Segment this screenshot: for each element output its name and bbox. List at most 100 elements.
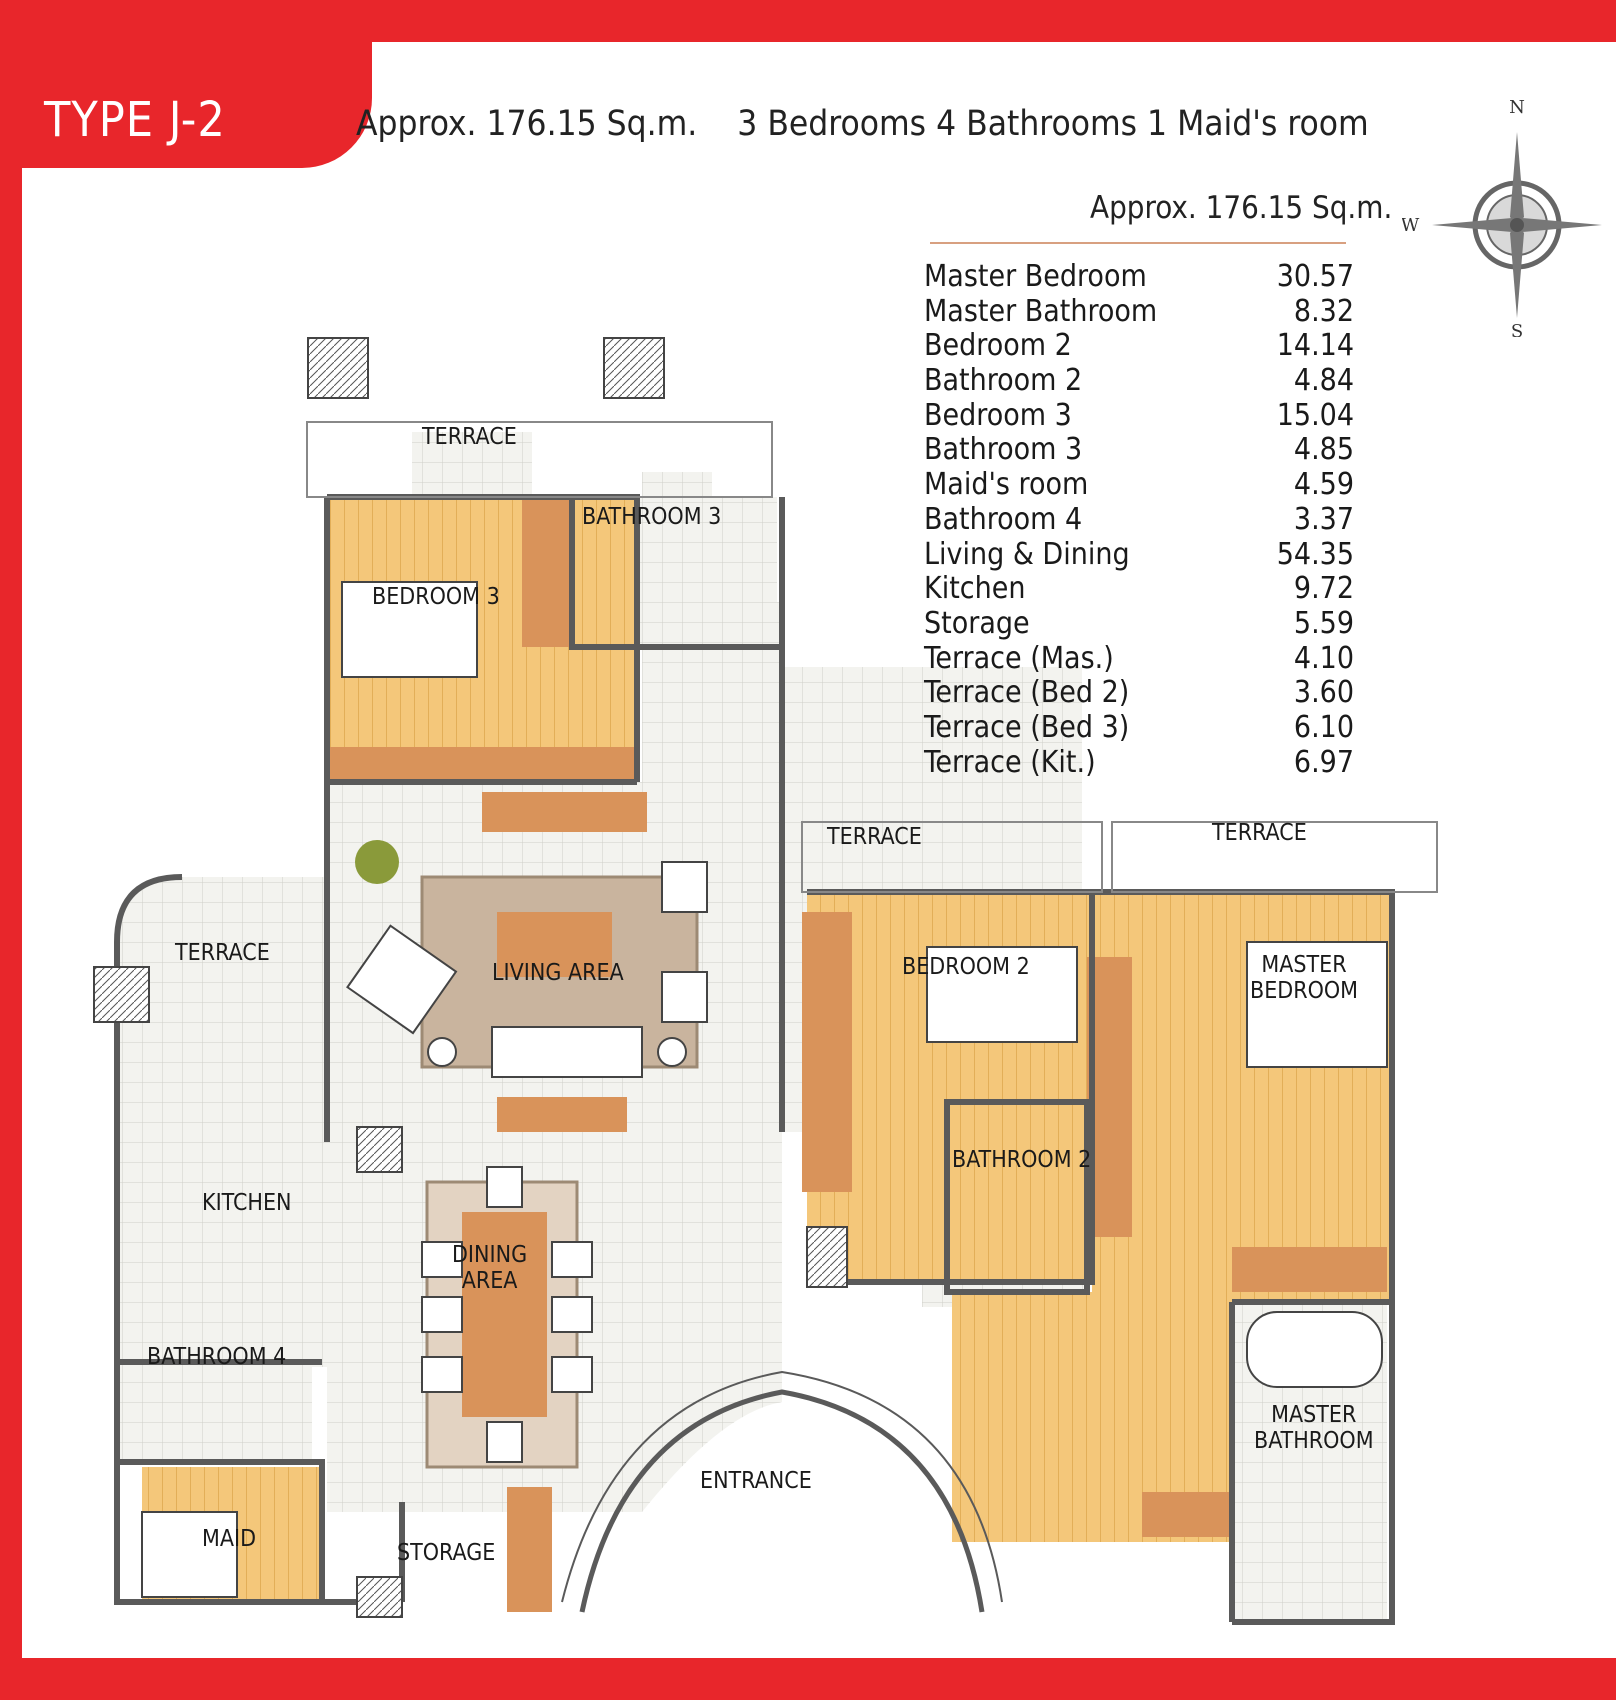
area-room: Master Bedroom <box>924 259 1147 294</box>
dining-table <box>462 1212 547 1417</box>
area-value: 3.37 <box>1293 501 1354 537</box>
entrance-arc <box>579 1389 985 1613</box>
area-table-rule <box>930 242 1346 244</box>
terrace-master-outline <box>1111 821 1438 893</box>
compass-rose-icon: N S W E <box>1402 97 1602 337</box>
armchair-2 <box>661 971 708 1023</box>
master-vanity-wood <box>1232 1247 1387 1292</box>
area-room: Bathroom 3 <box>924 432 1083 468</box>
maid-bed <box>141 1511 238 1598</box>
label-storage: STORAGE <box>397 1540 496 1566</box>
area-room: Bathroom 2 <box>924 363 1083 399</box>
area-room: Terrace (Mas.) <box>924 640 1114 676</box>
area-row: Maid's room 4.59 <box>924 467 1354 503</box>
label-entrance: ENTRANCE <box>700 1468 812 1494</box>
area-room: Bedroom 3 <box>924 397 1072 433</box>
sofa <box>491 1026 643 1078</box>
column-1 <box>307 337 369 399</box>
area-row: Bathroom 4 3.37 <box>924 501 1354 538</box>
side-table-1 <box>427 1037 457 1067</box>
bed3-wardrobe <box>522 497 572 647</box>
master-bed <box>1246 941 1388 1068</box>
armchair-1 <box>661 861 708 913</box>
coffee-table <box>497 912 612 977</box>
label-bathroom2: BATHROOM 2 <box>952 1147 1092 1173</box>
tile-terrace-kit <box>117 877 327 1097</box>
label-bathroom3: BATHROOM 3 <box>582 504 722 530</box>
area-room: Master Bathroom <box>924 293 1158 329</box>
bed2-wardrobe <box>802 912 852 1192</box>
tv-console <box>482 792 647 832</box>
bed3 <box>341 581 478 678</box>
column-6 <box>356 1576 403 1618</box>
area-room: Terrace (Kit.) <box>924 744 1096 780</box>
tile-terraces-top <box>412 432 532 497</box>
area-value: 4.85 <box>1293 432 1354 468</box>
area-value: 5.59 <box>1293 605 1354 641</box>
area-room: Living & Dining <box>924 536 1130 572</box>
column-2 <box>603 337 665 399</box>
area-room: Terrace (Bed 3) <box>924 709 1130 745</box>
sideboard <box>497 1097 627 1132</box>
bathtub <box>1246 1311 1383 1388</box>
label-maid: MAID <box>202 1526 257 1552</box>
area-row: Terrace (Bed 3) 6.10 <box>924 709 1354 746</box>
area-row: Terrace (Kit.)6.97 <box>924 744 1354 781</box>
tile-bathroom4 <box>117 1362 312 1462</box>
column-5 <box>806 1226 848 1288</box>
area-row: Bathroom 3 4.85 <box>924 433 1354 468</box>
column-3 <box>93 966 150 1023</box>
area-value: 15.04 <box>1276 397 1354 433</box>
area-room: Bathroom 4 <box>924 501 1083 537</box>
compass-north: N <box>1509 97 1525 118</box>
area-row: Master Bathroom 8.32 <box>924 293 1354 330</box>
plant <box>355 840 399 884</box>
floorplan-sheet: TYPE J-2 Approx. 176.15 Sq.m. 3 Bedrooms… <box>22 42 1616 1658</box>
area-value: 4.84 <box>1293 363 1354 399</box>
area-table-title: Approx. 176.15 Sq.m. <box>1090 190 1393 226</box>
area-row: Terrace (Bed 2) 3.60 <box>924 676 1354 711</box>
area-row: Storage 5.59 <box>924 605 1354 642</box>
area-row: Bathroom 2 4.84 <box>924 363 1354 399</box>
area-row: Bedroom 2 14.14 <box>924 329 1354 364</box>
compass-west: W <box>1402 215 1420 236</box>
lounge-chair <box>346 924 458 1035</box>
side-table-2 <box>657 1037 687 1067</box>
area-value: 8.32 <box>1293 293 1354 329</box>
area-value: 3.60 <box>1293 675 1354 711</box>
label-terrace-master: TERRACE <box>1212 820 1307 846</box>
terrace-bed3-outline <box>306 421 773 498</box>
dining-chairs <box>421 1166 593 1463</box>
area-value: 9.72 <box>1293 571 1354 607</box>
label-bedroom3: BEDROOM 3 <box>372 584 500 610</box>
area-room: Terrace (Bed 2) <box>924 675 1130 711</box>
area-room: Maid's room <box>924 467 1089 503</box>
plan-headline: Approx. 176.15 Sq.m. 3 Bedrooms 4 Bathro… <box>356 104 1369 144</box>
area-row: Terrace (Mas.) 4.10 <box>924 640 1354 677</box>
label-living: LIVING AREA <box>492 960 624 986</box>
label-bathroom4: BATHROOM 4 <box>147 1344 287 1370</box>
area-room: Storage <box>924 605 1030 641</box>
area-value: 4.59 <box>1293 467 1354 503</box>
label-terrace-bed2: TERRACE <box>827 824 922 850</box>
area-room: Kitchen <box>924 571 1026 607</box>
area-row: Kitchen 9.72 <box>924 571 1354 607</box>
area-value: 6.10 <box>1293 709 1354 745</box>
label-master-bathroom: MASTER BATHROOM <box>1254 1402 1374 1454</box>
area-value: 14.14 <box>1276 328 1354 364</box>
master-corridor-wood <box>1142 1492 1232 1537</box>
tile-kitchen <box>117 1097 382 1367</box>
type-label: TYPE J-2 <box>44 92 226 148</box>
bed2 <box>926 946 1078 1043</box>
label-terrace-bed3: TERRACE <box>422 424 517 450</box>
terrace-bed2-outline <box>801 821 1103 893</box>
area-room: Bedroom 2 <box>924 328 1072 364</box>
area-row: Bedroom 3 15.04 <box>924 397 1354 434</box>
label-kitchen: KITCHEN <box>202 1190 292 1216</box>
entrance-arc-outer <box>561 1370 1003 1603</box>
area-value: 4.10 <box>1293 640 1354 676</box>
type-tab: TYPE J-2 <box>22 42 372 168</box>
